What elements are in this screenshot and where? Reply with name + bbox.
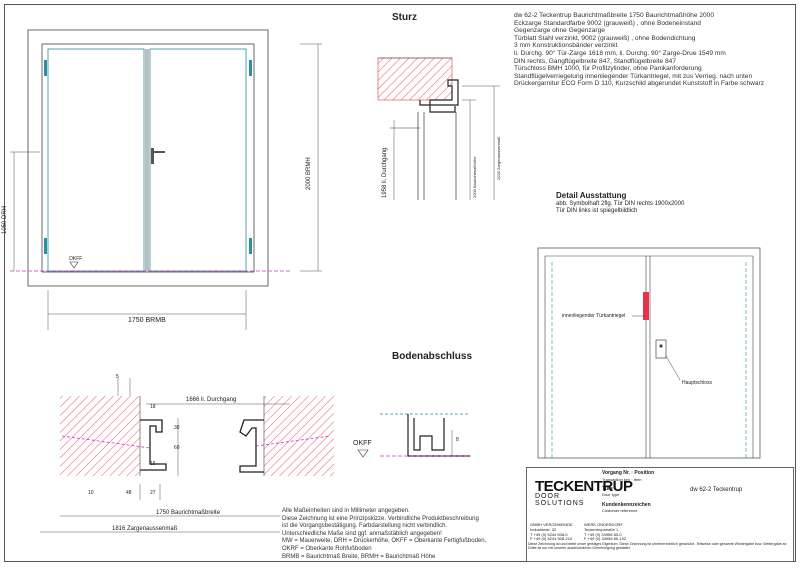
dim-48: 48 (126, 490, 132, 496)
sturz-section (377, 57, 500, 200)
spec-line: Türblatt Stahl verzinkt, 9002 (grauweiß)… (514, 34, 696, 42)
okff-label-floor: OKFF (353, 440, 372, 447)
spec-list: dw 62-2 Teckentrup Baurichtmaßbreite 175… (514, 12, 764, 88)
title-block (526, 467, 794, 562)
addr1-c: T +49 (0) 5244 508-0 (530, 532, 568, 537)
tuere-value: dw 62-2 Teckentrup (690, 487, 743, 493)
spec-line: Eckzarge Standardfarbe 9002 (grauweiß) ,… (514, 19, 701, 27)
label-hauptschloss: Hauptschloss (682, 380, 713, 386)
dim-60: 60 (174, 445, 180, 451)
dim-15: 15 (150, 461, 156, 467)
dim-18: 18 (150, 404, 156, 410)
addr2-b: Teckentrupstraße 1 (584, 527, 619, 532)
bodenabschluss-mid (239, 396, 334, 476)
spec-line: dw 62-2 Teckentrup Baurichtmaßbreite 175… (514, 12, 715, 19)
detail-ausstattung (537, 247, 761, 459)
sturz-heading: Sturz (392, 12, 417, 23)
titleblock-footer: Diese Zeichnung ist und bleibt unser gei… (528, 542, 787, 551)
dim-zargenaussenmass: 1816 Zargenaussenmaß (112, 526, 178, 532)
bodenabschluss-floor (357, 413, 470, 458)
addr1-b: Industriestr. 32 (530, 527, 557, 532)
spec-line: 3 mm Konstruktionsbänder verzinkt (514, 42, 618, 50)
dim-27: 27 (150, 490, 156, 496)
logo-subtitle: DOOR SOLUTIONS (535, 493, 585, 507)
handle-icon (151, 148, 154, 164)
note-line: Unterschiedliche Maße sind ggf. anmaßstä… (282, 530, 442, 537)
detail-subtitle-1: abb. Symbolhaft 2flg. Tür DIN rechts 190… (556, 201, 685, 207)
notes-block: Alle Maßeinheiten sind in Millimeter ang… (282, 508, 486, 561)
kunde-label: Kundenkennzeichen (602, 502, 651, 508)
dim-8: 8 (456, 437, 459, 443)
dim-baurichtmasshoehe-vertical: 2000 Baurichtmaßhöhe (472, 156, 477, 198)
addr2-c: T +49 (0) 34956 85-0 (584, 532, 622, 537)
vorgang-sub: Transaction key · Item (602, 477, 642, 482)
okff-label-elevation: OKFF (69, 256, 83, 262)
dim-baurichtmassbreite: 1750 Baurichtmaßbreite (156, 510, 221, 516)
dim-brmh: 2000 BRMH (306, 157, 312, 190)
spec-line: DIN rechts, Gangflügelbreite 847, Standf… (514, 57, 677, 65)
note-line: ist die Vorgangsbestätigung. Farbdarstel… (282, 523, 448, 530)
spec-line: Türschloss BMH 1000, für Profilzylinder,… (514, 65, 702, 73)
spec-line: Gegenzarge ohne Gegenzarge (514, 27, 605, 35)
dim-durchgang-vertical: 1958 li. Durchgang (382, 147, 388, 198)
dim-durchgang-horizontal: 1666 li. Durchgang (186, 397, 237, 403)
dim-zargenaussen-vertical: 2033 Zargenaussenmaß (496, 136, 501, 180)
addr1-d: F +49 (0) 5244 508-210 (530, 536, 573, 541)
kunde-sub: Customer reference (602, 508, 638, 513)
spec-line: li. Durchg. 90° Tür-Zarge 1618 mm, li. D… (514, 49, 726, 57)
vorgang-label: Vorgang Nr. · Position (602, 470, 655, 476)
spec-line: Standflügelverriegelung innenliegender T… (514, 72, 753, 80)
dim-drh: 1050 DRH (2, 205, 8, 234)
tuere-label: Türe (602, 486, 613, 492)
note-line: MW = Mauerweite, DRH = Drückerhöhe, OKFF… (282, 538, 487, 545)
addr2-d: F +49 (0) 34956 85-102 (584, 536, 627, 541)
dim-30: 30 (174, 425, 180, 431)
detail-heading: Detail Ausstattung (556, 191, 627, 200)
sheet-border (4, 4, 796, 562)
addr2-a: WERK GNDERDORF (584, 522, 623, 527)
dim-5: 5 (116, 374, 119, 380)
bodenabschluss-left (40, 378, 290, 533)
dim-brmb: 1750 BRMB (128, 317, 166, 324)
note-line: Diese Zeichnung ist eine Prinzipskizze. … (282, 515, 479, 522)
tuere-sub: Door type (602, 492, 620, 497)
note-line: OKRF = Oberkante Rohfußboden (282, 545, 372, 552)
note-line: BRMB = Baurichtmaß Breite, BRMH = Bauric… (282, 553, 436, 560)
door-elevation (10, 29, 322, 330)
note-line: Alle Maßeinheiten sind in Millimeter ang… (282, 508, 410, 514)
label-kantriegel: innenliegender Türkantriegel (562, 313, 626, 319)
addr1-a: GMBH VERGEMEINDE (530, 522, 573, 527)
spec-line: Drückergarnitur ECO Form D 110, Kurzschi… (514, 80, 765, 88)
detail-subtitle-2: Tür DIN links ist spiegelbildlich (556, 208, 638, 214)
company-logo: TECKENTRUP DOOR SOLUTIONS (535, 478, 633, 507)
bodenabschluss-heading: Bodenabschluss (392, 351, 473, 362)
dim-10: 10 (88, 490, 94, 496)
